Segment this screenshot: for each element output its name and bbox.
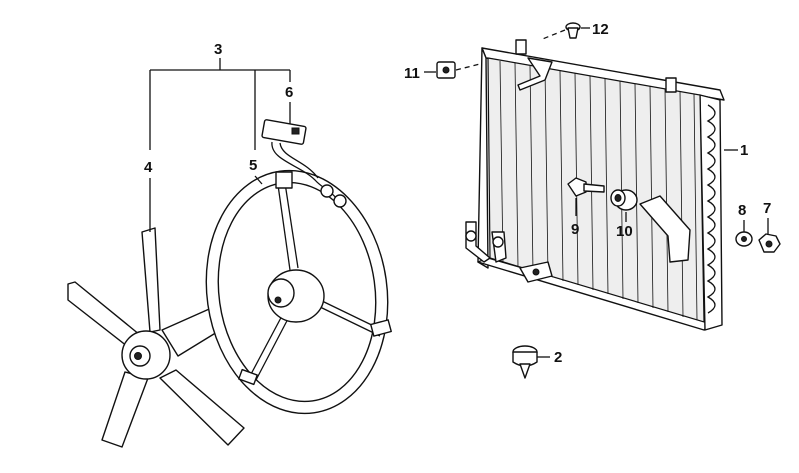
fan-blade-part: [67, 227, 245, 448]
callout-12: 12: [592, 21, 609, 38]
callout-9: 9: [571, 221, 579, 238]
rubber-mount-part: [512, 345, 538, 379]
callout-1: 1: [740, 142, 748, 159]
nut-part: [758, 233, 781, 253]
screw-part: [565, 22, 581, 39]
callout-4: 4: [144, 159, 153, 176]
fan-motor-part: [267, 269, 325, 323]
callout-3: 3: [214, 41, 222, 58]
callout-5: 5: [249, 157, 257, 174]
condenser-fins: [499, 60, 698, 321]
callout-7: 7: [763, 200, 771, 217]
washer-part: [735, 231, 753, 247]
condenser-tubes: [706, 104, 716, 314]
connector-cable-part: [261, 119, 347, 208]
bolt-part: [567, 177, 605, 197]
callout-10: 10: [616, 223, 633, 240]
callout-8: 8: [738, 202, 746, 219]
callout-6: 6: [285, 84, 293, 101]
leader-lines: [149, 27, 769, 358]
callout-2: 2: [554, 349, 562, 366]
bushing-part: [610, 189, 638, 211]
clip-part: [436, 61, 456, 79]
callout-11: 11: [404, 65, 420, 82]
